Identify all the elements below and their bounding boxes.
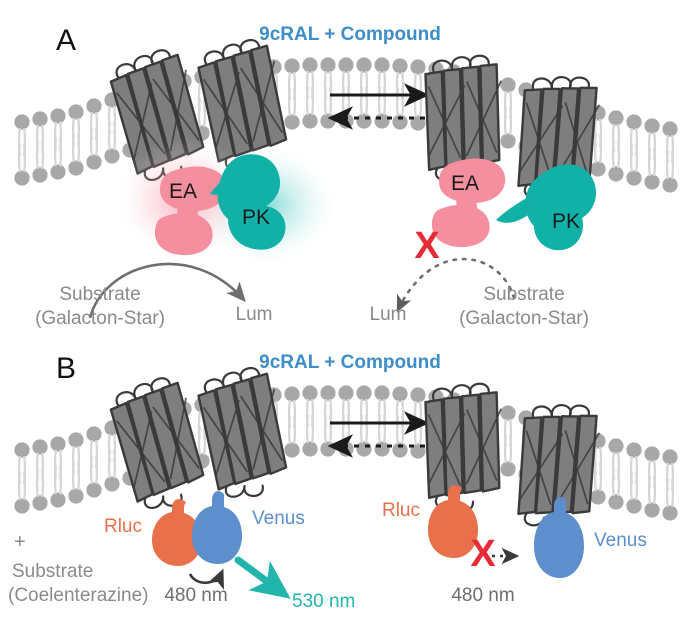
emission-530-left: 530 nm <box>292 591 355 612</box>
ea-label-left: EA <box>169 180 197 203</box>
emission-480-right: 480 nm <box>451 585 514 606</box>
substrate-label-b-line1: Substrate <box>12 561 93 582</box>
pk-label-right: PK <box>552 210 580 233</box>
substrate-label-b-line2: (Coelenterazine) <box>8 585 148 606</box>
panel-a-letter: A <box>56 24 76 57</box>
venus-blob-right <box>534 497 584 578</box>
substrate-label-left-a-line1: Substrate <box>59 284 140 305</box>
equilibrium-arrows-a <box>327 83 430 130</box>
substrate-label-right-a-line1: Substrate <box>483 284 564 305</box>
rluc-label-left: Rluc <box>104 516 142 537</box>
pk-label-left: PK <box>242 206 270 229</box>
panel-b-letter: B <box>56 352 76 385</box>
venus-blob-left <box>192 491 242 564</box>
reaction-arc-left-a <box>88 262 246 319</box>
pk-tail-left <box>210 168 236 195</box>
lum-label-left-a: Lum <box>236 304 273 325</box>
x-mark-b: X <box>470 533 496 575</box>
pk-blob-left <box>217 154 286 250</box>
rluc-blob-left <box>152 499 202 566</box>
bret-pair-right: Rluc Venus X 480 nm <box>382 485 647 606</box>
venus-label-right: Venus <box>594 530 647 551</box>
panel-b: B 9cRAL + Compound <box>8 352 679 612</box>
emission-480-left: 480 nm <box>164 585 227 606</box>
panel-b-title: 9cRAL + Compound <box>259 352 441 373</box>
panel-a: A 9cRAL + Compound <box>13 24 679 329</box>
separated-enzyme-right-a: EA PK <box>431 158 597 251</box>
ea-linker <box>177 200 199 224</box>
x-mark-a: X <box>414 225 440 267</box>
block-marker-a: X <box>414 225 440 267</box>
transfer-arrow-b-left <box>188 568 224 590</box>
bret-pair-left: Rluc Venus <box>104 491 305 599</box>
venus-label-left: Venus <box>252 508 305 529</box>
substrate-label-left-a-line2: (Galacton-Star) <box>35 308 165 329</box>
rluc-label-right: Rluc <box>382 500 420 521</box>
pk-tail-right <box>496 196 532 223</box>
ea-linker-right <box>456 192 478 216</box>
rluc-blob-right <box>428 485 478 558</box>
emission-arrow-530 <box>234 556 291 599</box>
substrate-label-right-a-line2: (Galacton-Star) <box>459 308 589 329</box>
equilibrium-arrows-b <box>327 411 430 458</box>
pk-blob-right <box>525 164 597 251</box>
panel-a-title: 9cRAL + Compound <box>259 24 441 45</box>
reaction-arc-right-a <box>396 257 516 313</box>
complemented-enzyme-left-a: EA PK <box>114 138 340 267</box>
substrate-plus-b: + <box>14 531 26 553</box>
lum-label-right-a: Lum <box>370 304 407 325</box>
ea-label-right: EA <box>451 172 479 195</box>
